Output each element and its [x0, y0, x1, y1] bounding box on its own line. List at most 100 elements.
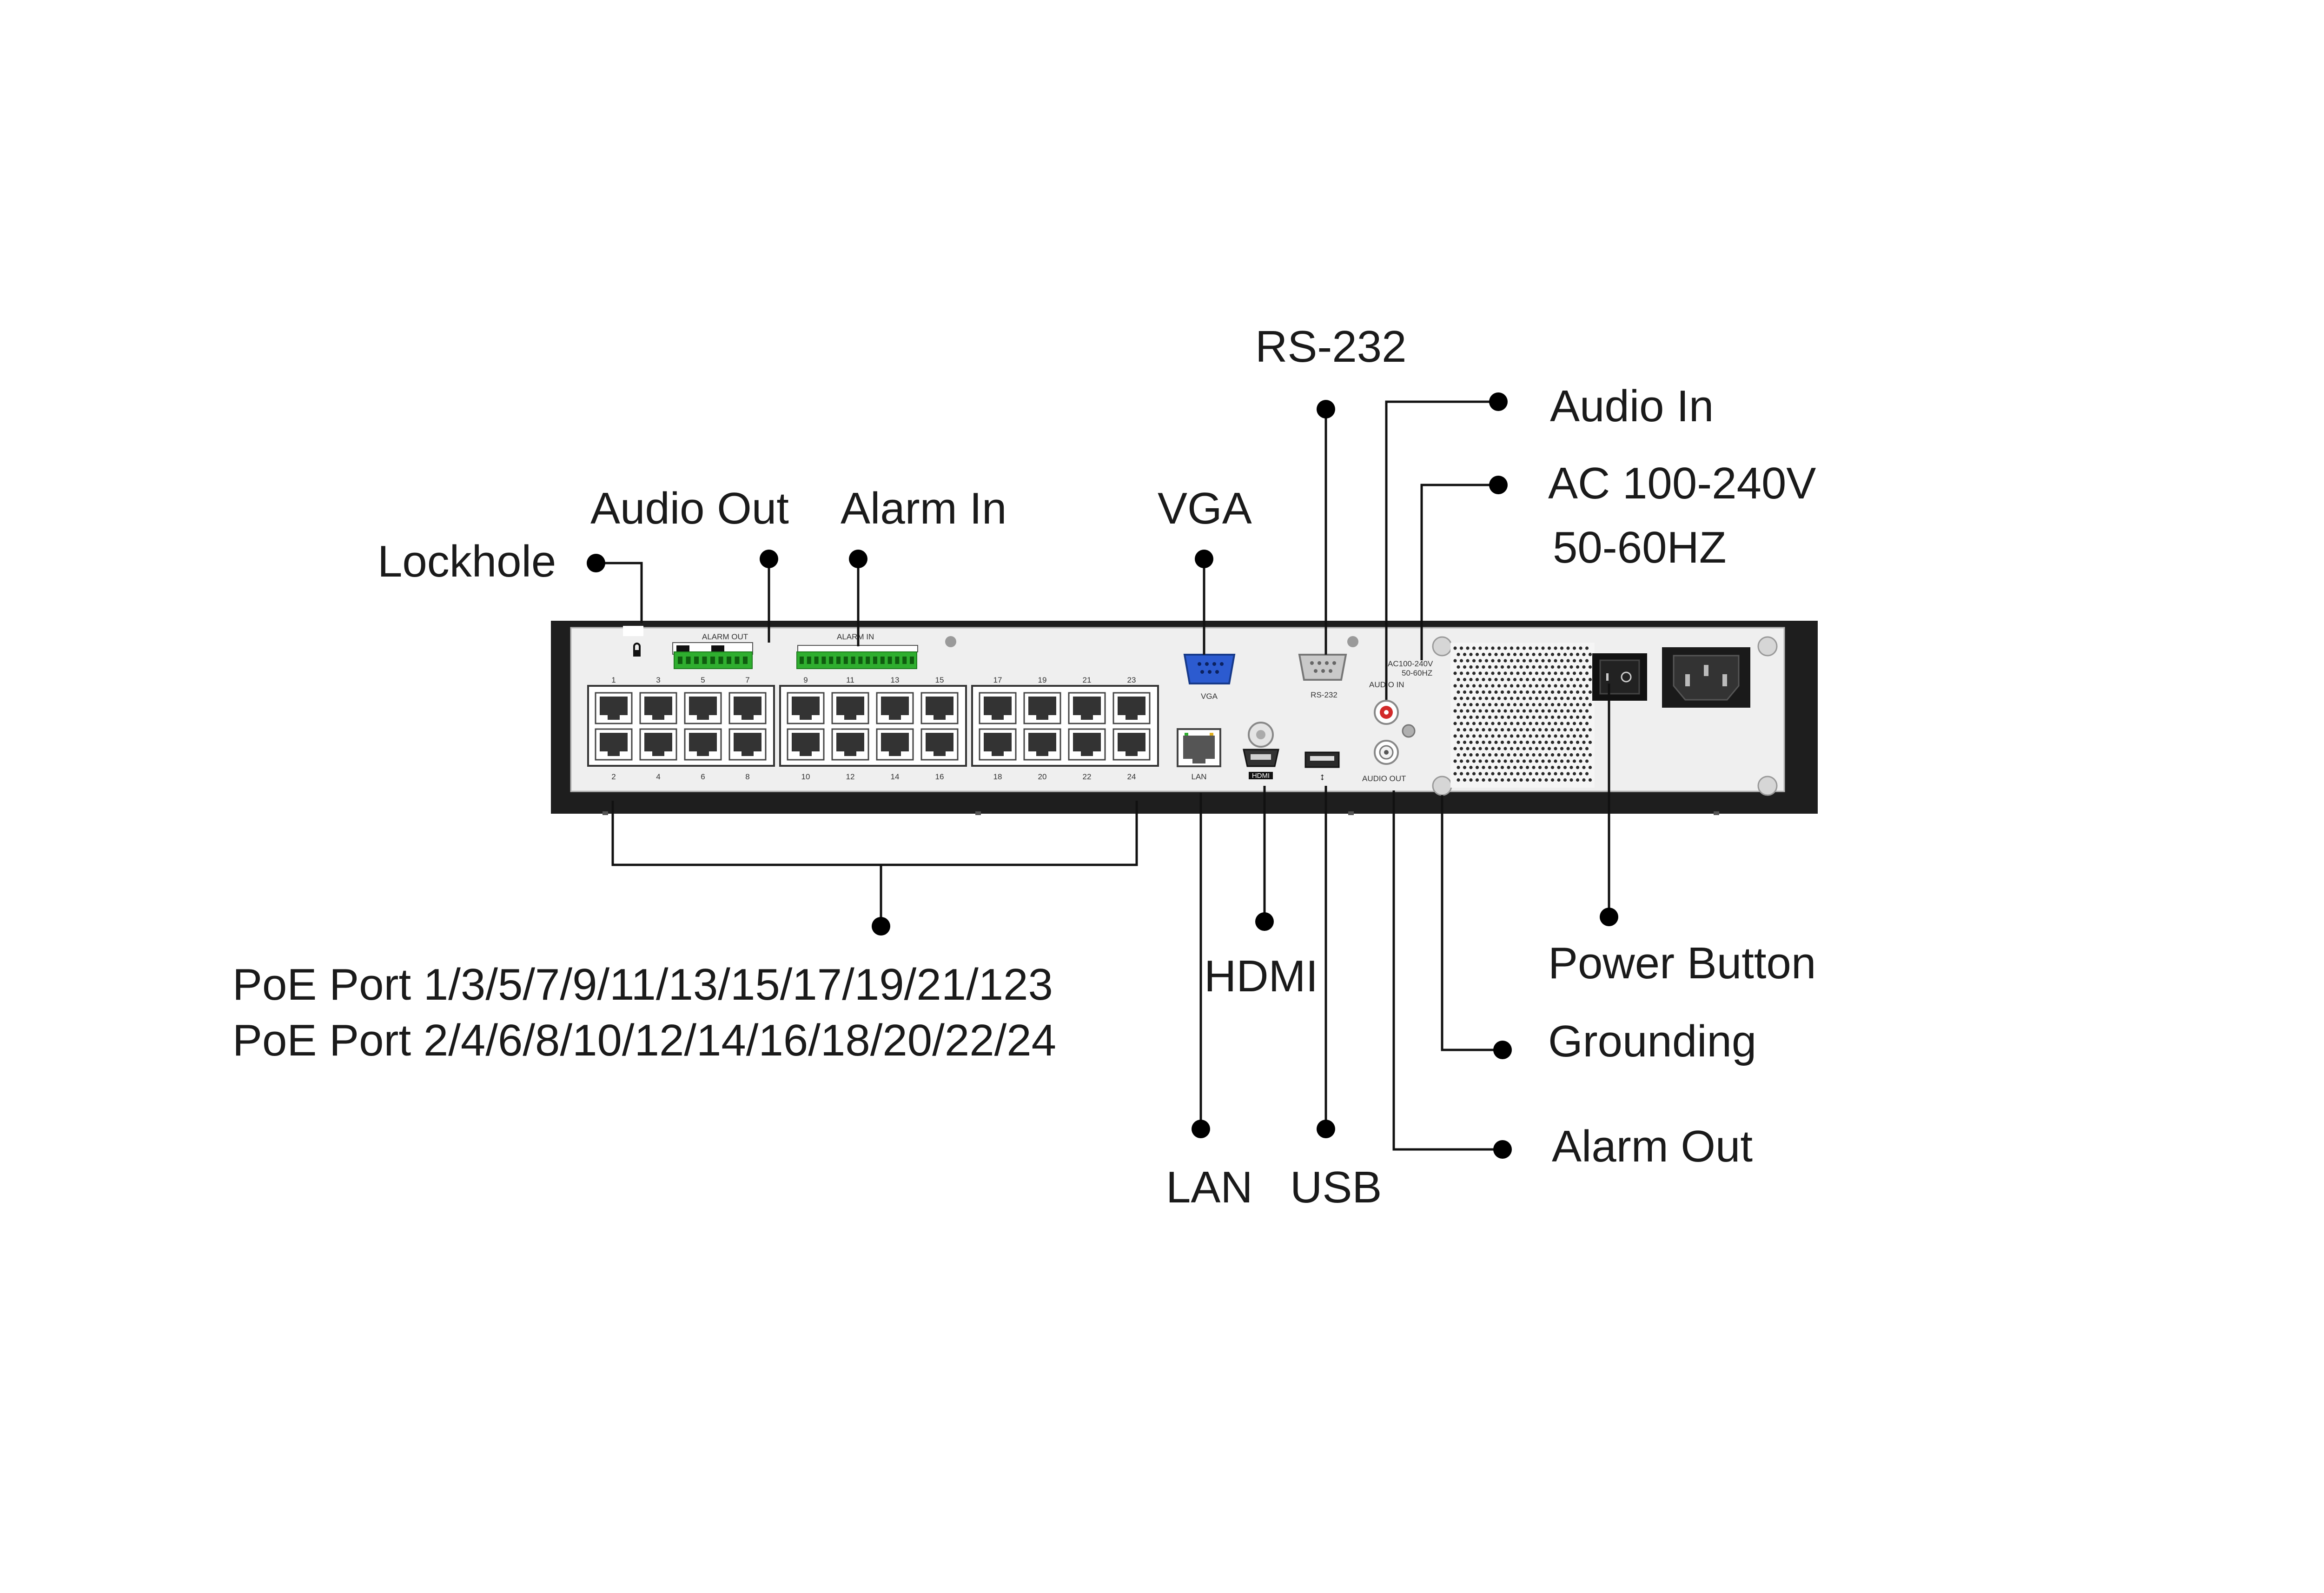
dot-lan — [1192, 1120, 1210, 1138]
rj45-poe-port — [639, 692, 677, 724]
port-number-bottom: 6 — [701, 772, 705, 781]
audio-out-panel-label: AUDIO OUT — [1362, 774, 1406, 783]
rj45-poe-port — [1023, 692, 1061, 724]
poe-port-bank — [587, 685, 1159, 767]
ac-panel-label-line1: AC100-240V — [1388, 659, 1433, 668]
port-number-top: 5 — [701, 676, 705, 684]
dot-power-button — [1600, 908, 1618, 926]
usb-panel-symbol: ⭥ — [1320, 773, 1324, 782]
port-number-bottom: 2 — [611, 772, 616, 781]
port-number-top: 19 — [1038, 676, 1047, 684]
dot-lockhole — [587, 554, 605, 572]
rj45-poe-port — [1112, 728, 1151, 761]
rj45-poe-port — [1068, 692, 1106, 724]
leader-lines — [587, 392, 1618, 1159]
lan-panel-label: LAN — [1191, 772, 1206, 781]
ac-panel-label-line2: 50-60HZ — [1402, 669, 1432, 677]
label-lan: LAN — [1166, 1162, 1253, 1212]
label-ac-line2: 50-60HZ — [1553, 523, 1727, 572]
screw — [945, 636, 956, 647]
port-number-bottom: 16 — [935, 772, 944, 781]
label-usb: USB — [1290, 1162, 1382, 1212]
port-number-top: 13 — [891, 676, 900, 684]
screw — [1347, 636, 1358, 647]
rj45-poe-port — [787, 692, 825, 724]
label-rs232: RS-232 — [1255, 322, 1407, 372]
rj45-poe-port — [876, 728, 914, 761]
port-number-top: 21 — [1083, 676, 1092, 684]
port-number-top: 17 — [993, 676, 1002, 684]
port-number-bottom: 20 — [1038, 772, 1047, 781]
label-alarm-out: Alarm Out — [1552, 1122, 1753, 1171]
dot-grounding — [1493, 1041, 1512, 1059]
dot-ac — [1489, 476, 1508, 494]
rs232-panel-label: RS-232 — [1311, 690, 1337, 699]
dot-vga — [1195, 550, 1213, 568]
rj45-poe-port — [876, 692, 914, 724]
leader-lockhole — [596, 562, 643, 623]
screw — [1432, 636, 1452, 657]
port-number-bottom: 18 — [993, 772, 1002, 781]
label-ac-line1: AC 100-240V — [1548, 458, 1816, 508]
rj45-poe-port — [979, 728, 1017, 761]
port-number-bottom: 12 — [846, 772, 855, 781]
label-hdmi: HDMI — [1204, 951, 1318, 1001]
leader-ac — [1420, 484, 1498, 660]
port-number-top: 11 — [846, 676, 854, 684]
port-number-bottom: 4 — [656, 772, 660, 781]
audio-jacks: AC100-240V 50-60HZ AUDIO IN AUDIO OUT — [1362, 659, 1433, 783]
label-poe-even: PoE Port 2/4/6/8/10/12/14/16/18/20/22/24 — [232, 1016, 1056, 1065]
power-supply — [1592, 647, 1750, 708]
hdmi-port: HDMI — [1243, 722, 1279, 780]
port-number-top: 23 — [1127, 676, 1136, 684]
leader-audio-in — [1385, 400, 1498, 700]
terminal-pins — [678, 657, 914, 664]
rj45-poe-port — [831, 692, 869, 724]
port-number-top: 1 — [611, 676, 616, 684]
label-poe-odd: PoE Port 1/3/5/7/9/11/13/15/17/19/21/123 — [232, 960, 1053, 1009]
screw — [1757, 776, 1778, 796]
port-number-top: 7 — [745, 676, 749, 684]
label-audio-in: Audio In — [1550, 381, 1714, 431]
usb-port: ⭥ — [1304, 751, 1340, 782]
alarm-out-block-label: ALARM OUT — [702, 632, 748, 641]
hdmi-panel-label: HDMI — [1252, 772, 1270, 780]
vga-port: VGA — [1183, 654, 1236, 701]
rj45-poe-port — [787, 728, 825, 761]
lan-port: LAN — [1177, 728, 1221, 781]
rj45-poe-port — [920, 728, 959, 761]
callout-labels: Lockhole Audio Out Alarm In VGA RS-232 A… — [232, 322, 1816, 1212]
terminal-legend — [797, 645, 918, 652]
dot-usb — [1317, 1120, 1335, 1138]
rj45-poe-port — [1112, 692, 1151, 724]
rj45-poe-port — [595, 728, 633, 761]
rj45-poe-port — [1068, 728, 1106, 761]
dot-alarm-out — [1493, 1140, 1512, 1159]
leader-alarm-out — [1392, 790, 1503, 1151]
dot-rs232 — [1317, 400, 1335, 418]
lockhole-port — [623, 626, 643, 657]
screw — [1432, 776, 1452, 796]
leader-grounding — [1441, 795, 1503, 1051]
dot-audio-in — [1489, 392, 1508, 411]
label-vga: VGA — [1158, 484, 1252, 533]
rs232-port: RS-232 — [1298, 654, 1347, 699]
label-grounding: Grounding — [1548, 1016, 1756, 1066]
grounding-screw — [1402, 724, 1416, 738]
label-alarm-in: Alarm In — [841, 484, 1006, 533]
terminal-legend-mark — [676, 645, 689, 651]
rj45-poe-port — [684, 692, 722, 724]
terminal-blocks: ALARM OUT ALARM IN — [672, 632, 918, 669]
terminal-legend-mark — [711, 645, 724, 651]
label-lockhole: Lockhole — [377, 537, 556, 586]
rj45-poe-port — [728, 692, 767, 724]
rj45-poe-port — [1023, 728, 1061, 761]
rj45-poe-port — [979, 692, 1017, 724]
chassis-feet — [603, 811, 1719, 815]
rj45-poe-port — [639, 728, 677, 761]
screw — [1757, 636, 1778, 657]
label-power-button: Power Button — [1548, 938, 1816, 988]
port-number-top: 3 — [656, 676, 660, 684]
